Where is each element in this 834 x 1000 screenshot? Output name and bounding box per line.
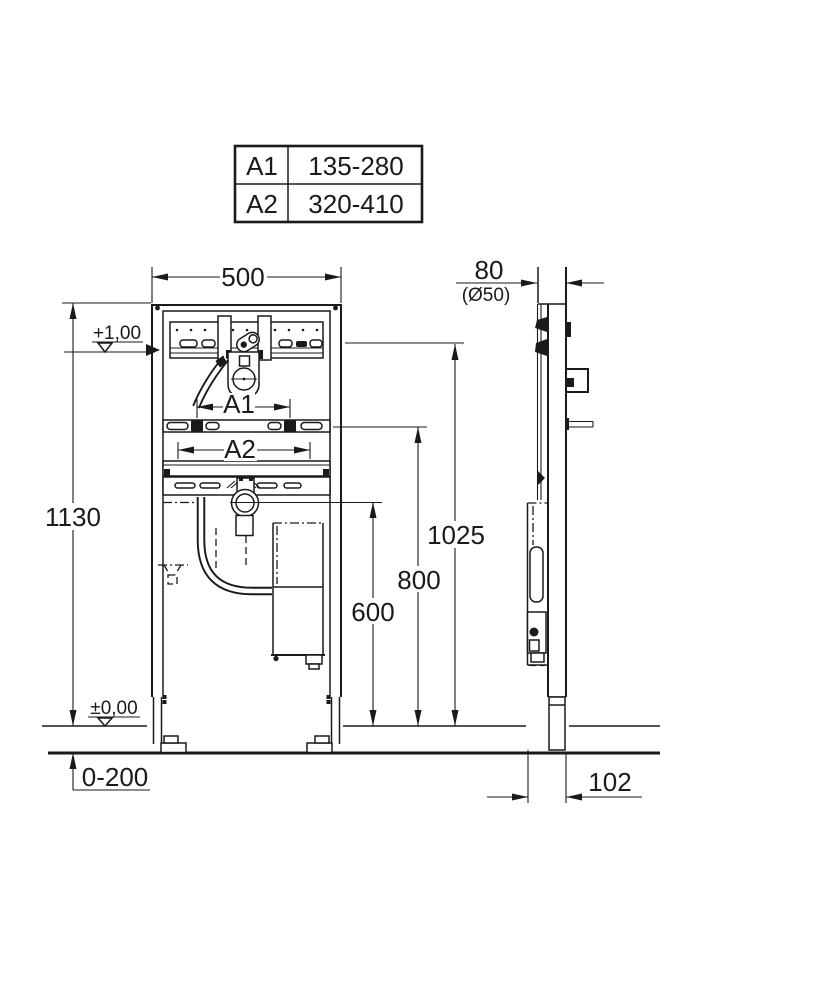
a1-bolt-right	[284, 420, 296, 432]
supply-hose	[192, 355, 230, 409]
dim-0-200-label: 0-200	[82, 762, 149, 792]
corner-screw-icon	[155, 305, 160, 311]
table-a2-key: A2	[246, 189, 278, 219]
level-top: +1,00	[64, 323, 160, 356]
flush-pipe	[196, 497, 272, 596]
dim-80: 80 (Ø50)	[456, 255, 604, 306]
level-floor: ±0,00	[88, 698, 140, 728]
side-view	[526, 267, 594, 751]
drain-socket	[230, 488, 260, 537]
dim-800: 800	[333, 426, 442, 726]
dim-a2-label: A2	[224, 434, 256, 464]
flush-valve-bracket	[227, 351, 260, 398]
dim-80-label: 80	[475, 255, 504, 285]
dim-500-label: 500	[221, 262, 264, 292]
dim-1025: 1025	[345, 342, 485, 726]
dim-1130-label: 1130	[45, 502, 101, 532]
side-foot	[548, 696, 566, 751]
dim-102-label: 102	[588, 767, 631, 797]
wall-anchor-icon	[535, 317, 547, 332]
dim-102: 102	[487, 750, 642, 803]
dim-a2: A2	[177, 434, 311, 464]
dim-a1-label: A1	[223, 389, 255, 419]
wall-bracket	[567, 368, 589, 393]
dim-0-200: 0-200	[69, 753, 150, 792]
dim-500: 500	[151, 262, 342, 303]
side-housing	[526, 502, 547, 667]
foot-left	[160, 742, 187, 754]
a1-bolt-left	[191, 420, 203, 432]
table-a1-value: 135-280	[308, 151, 403, 181]
drain-funnel-icon	[158, 564, 188, 585]
table-a2-value: 320-410	[308, 189, 403, 219]
dim-1025-label: 1025	[427, 520, 485, 550]
level-mark-icon	[96, 717, 114, 728]
a1-rail	[162, 419, 331, 433]
dim-600: 600	[230, 501, 396, 726]
dim-800-label: 800	[397, 565, 440, 595]
table-a1-key: A1	[246, 151, 278, 181]
dim-1130: 1130	[43, 302, 151, 726]
corner-screw-icon	[333, 305, 338, 311]
dim-dia50-label: (Ø50)	[462, 285, 511, 306]
water-connection-icon	[236, 331, 260, 353]
dim-600-label: 600	[351, 597, 394, 627]
floor-lines	[42, 725, 660, 755]
dim-a1: A1	[196, 389, 291, 419]
level-mark-icon	[96, 342, 114, 354]
foot-right	[306, 742, 333, 754]
wall-anchor-icon	[535, 339, 547, 356]
flush-housing	[271, 522, 325, 670]
level-top-label: +1,00	[93, 323, 141, 344]
spec-table: A1 135-280 A2 320-410	[233, 144, 424, 224]
level-floor-label: ±0,00	[90, 698, 137, 719]
water-pipe-stub	[565, 418, 594, 430]
frame-legs	[152, 695, 341, 754]
front-view	[151, 304, 342, 754]
